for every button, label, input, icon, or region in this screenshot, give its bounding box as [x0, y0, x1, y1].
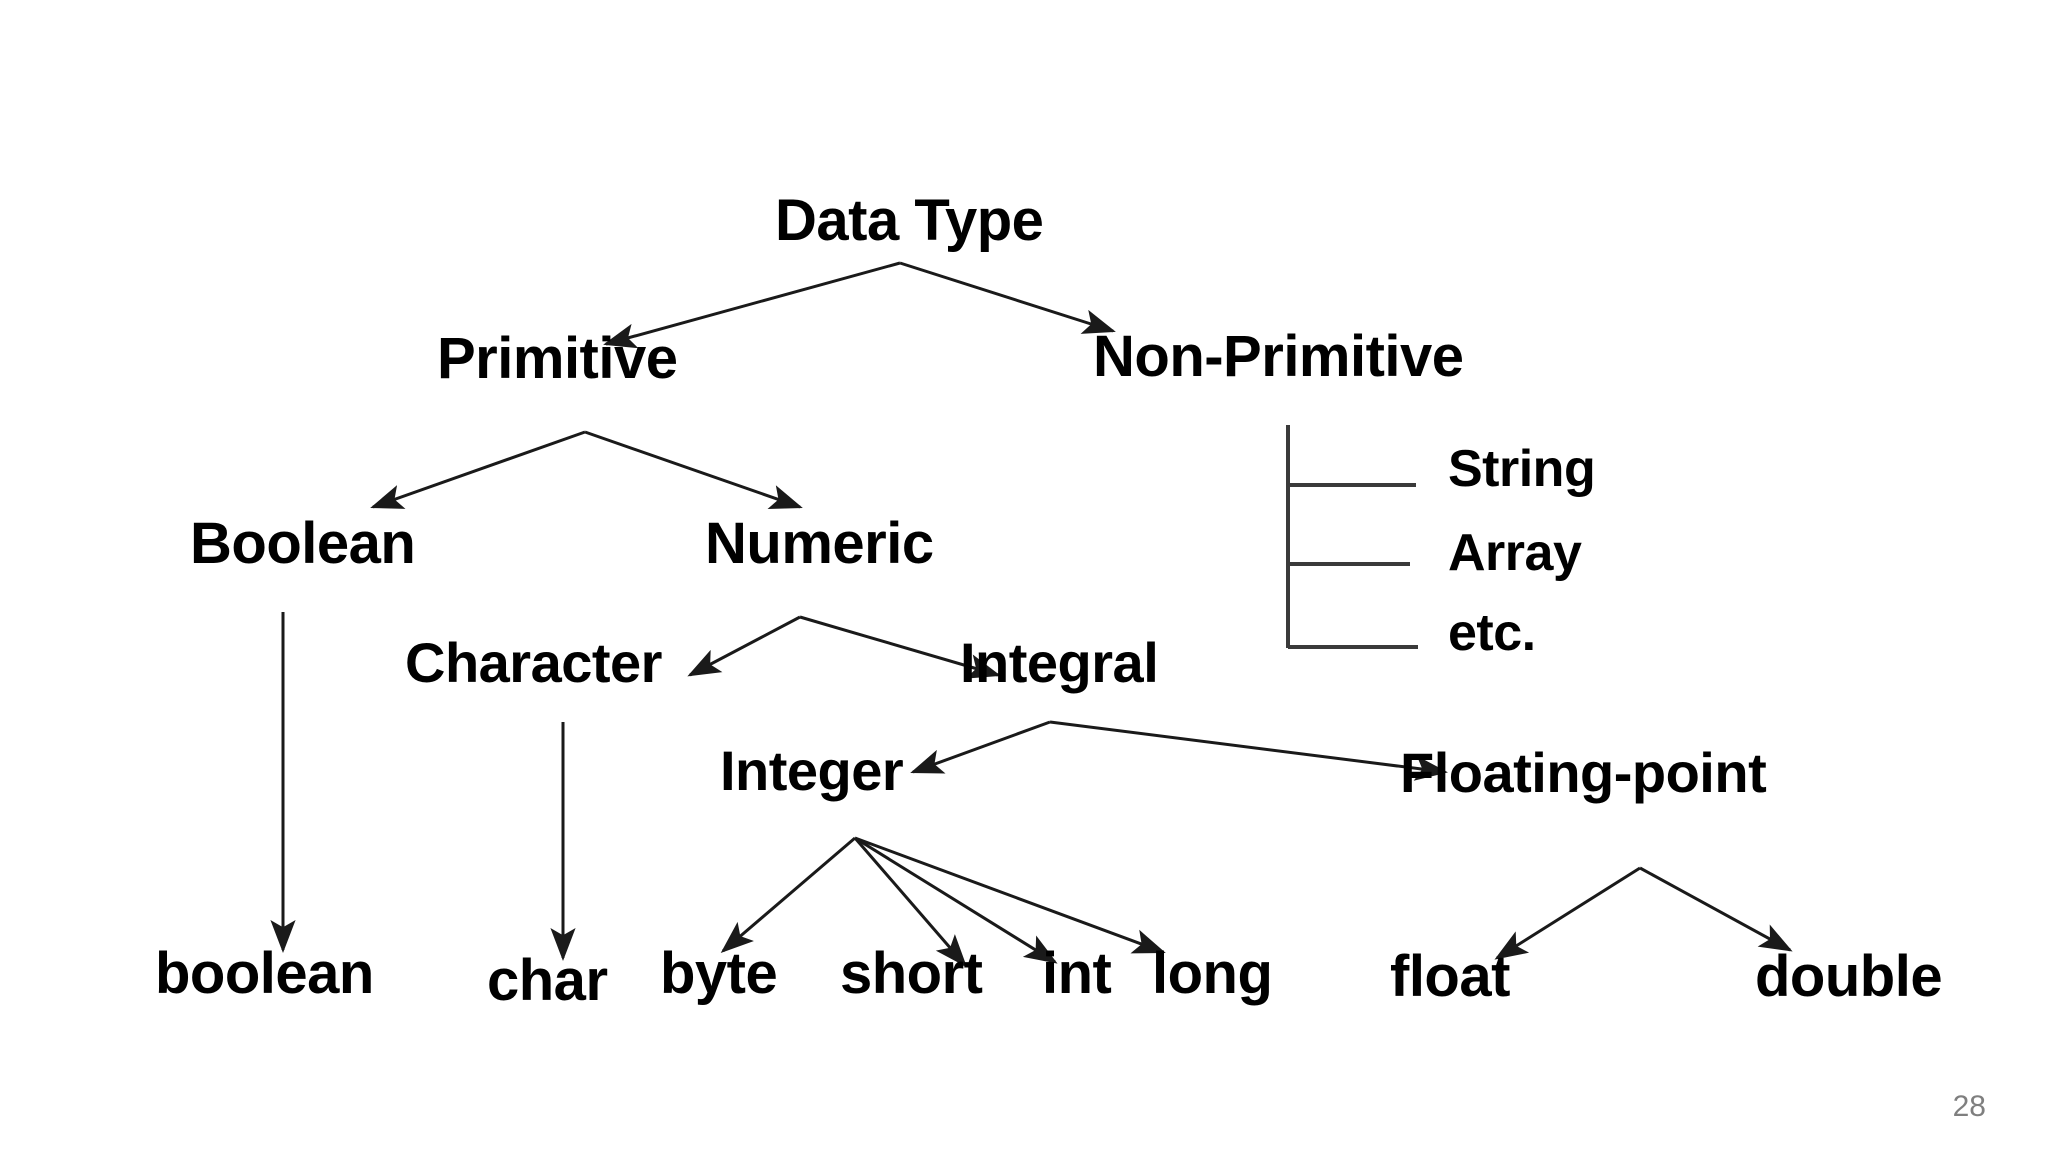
leaf-long[interactable]: long [1152, 941, 1273, 1006]
leaf-short[interactable]: short [840, 941, 983, 1006]
leaf-byte[interactable]: byte [660, 941, 778, 1006]
edge-integer-long [854, 836, 1166, 954]
node-array[interactable]: Array [1448, 524, 1582, 582]
edge-integer-byte [720, 836, 856, 953]
edge-integral-integer [910, 720, 1051, 774]
node-character[interactable]: Character [405, 631, 662, 694]
edge-integral-floatingpoint [1049, 720, 1448, 781]
leaf-float[interactable]: float [1390, 944, 1510, 1009]
leaf-char[interactable]: char [487, 948, 608, 1013]
node-primitive[interactable]: Primitive [437, 326, 678, 391]
edge-primitive-numeric [584, 430, 803, 510]
leaf-double[interactable]: double [1755, 944, 1943, 1009]
node-integer[interactable]: Integer [720, 739, 904, 802]
edge-numeric-character [687, 615, 801, 677]
node-floating-point[interactable]: Floating-point [1400, 741, 1767, 804]
leaf-int[interactable]: int [1042, 941, 1112, 1006]
page-number: 28 [1952, 1090, 1986, 1123]
leaf-boolean[interactable]: boolean [155, 941, 374, 1006]
node-etc[interactable]: etc. [1448, 604, 1536, 662]
node-boolean-category[interactable]: Boolean [190, 511, 416, 576]
node-integral[interactable]: Integral [960, 631, 1159, 694]
node-numeric[interactable]: Numeric [705, 511, 934, 576]
edge-floatingpoint-float [1494, 866, 1641, 960]
edge-root-nonprimitive [899, 261, 1116, 334]
node-string[interactable]: String [1448, 440, 1596, 498]
node-data-type[interactable]: Data Type [775, 188, 1044, 253]
edge-primitive-boolean [370, 430, 586, 509]
node-non-primitive[interactable]: Non-Primitive [1093, 324, 1464, 389]
edge-floatingpoint-double [1639, 866, 1793, 952]
